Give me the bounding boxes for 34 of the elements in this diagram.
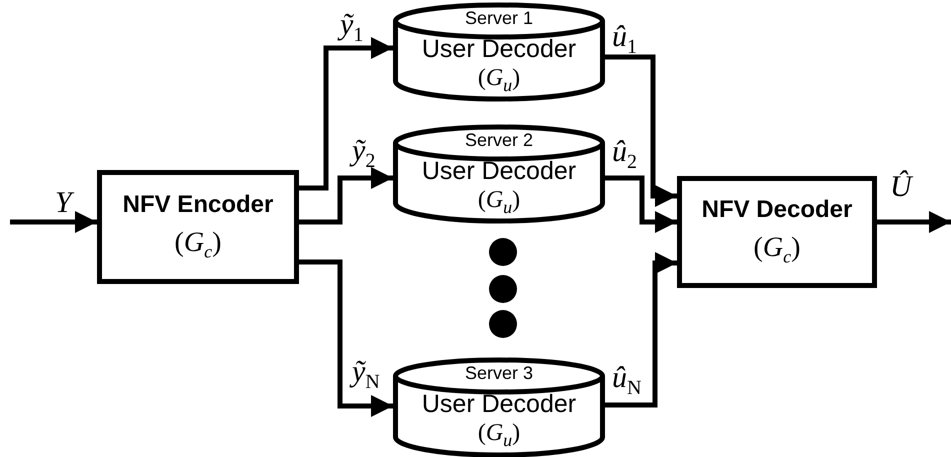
- arrow: [605, 54, 677, 207]
- edge-label: û$_{1}$: [612, 22, 637, 57]
- arrow: [605, 176, 677, 233]
- server-label: Server 2: [464, 131, 534, 151]
- edge-label: Û: [890, 172, 912, 202]
- edge-label: û$_{2}$: [612, 137, 637, 172]
- arrow: [877, 211, 951, 233]
- formula: (G$_{u}$): [476, 187, 522, 218]
- box-title: User Decoder: [420, 391, 578, 418]
- server-cylinder: [393, 3, 605, 99]
- server-cylinder: [393, 358, 605, 455]
- arrow: [299, 167, 393, 224]
- server-label: Server 3: [464, 364, 534, 384]
- edge-label: ỹ$_{1}$: [340, 10, 364, 45]
- process-box: [677, 176, 877, 288]
- formula: (G$_{u}$): [476, 420, 522, 451]
- box-title: User Decoder: [420, 158, 578, 186]
- formula: (G$_{u}$): [476, 65, 522, 96]
- arrow: [10, 211, 97, 233]
- formula: (G$_{c}$): [174, 228, 222, 262]
- arrow: [299, 37, 393, 190]
- box-title: NFV Encoder: [122, 192, 274, 218]
- formula: (G$_{c}$): [754, 233, 800, 268]
- server-label: Server 1: [464, 9, 534, 29]
- box-title: NFV Decoder: [702, 196, 852, 223]
- edge-label: Y: [55, 188, 72, 218]
- box-title: User Decoder: [420, 36, 578, 64]
- edge-label: ỹ$_{N}$: [352, 357, 380, 392]
- arrow: [605, 252, 677, 408]
- arrow: [299, 260, 393, 417]
- edge-label: û$_{N}$: [612, 363, 642, 398]
- process-box: [97, 170, 299, 284]
- edge-label: ỹ$_{2}$: [352, 136, 376, 171]
- server-cylinder: [393, 125, 605, 221]
